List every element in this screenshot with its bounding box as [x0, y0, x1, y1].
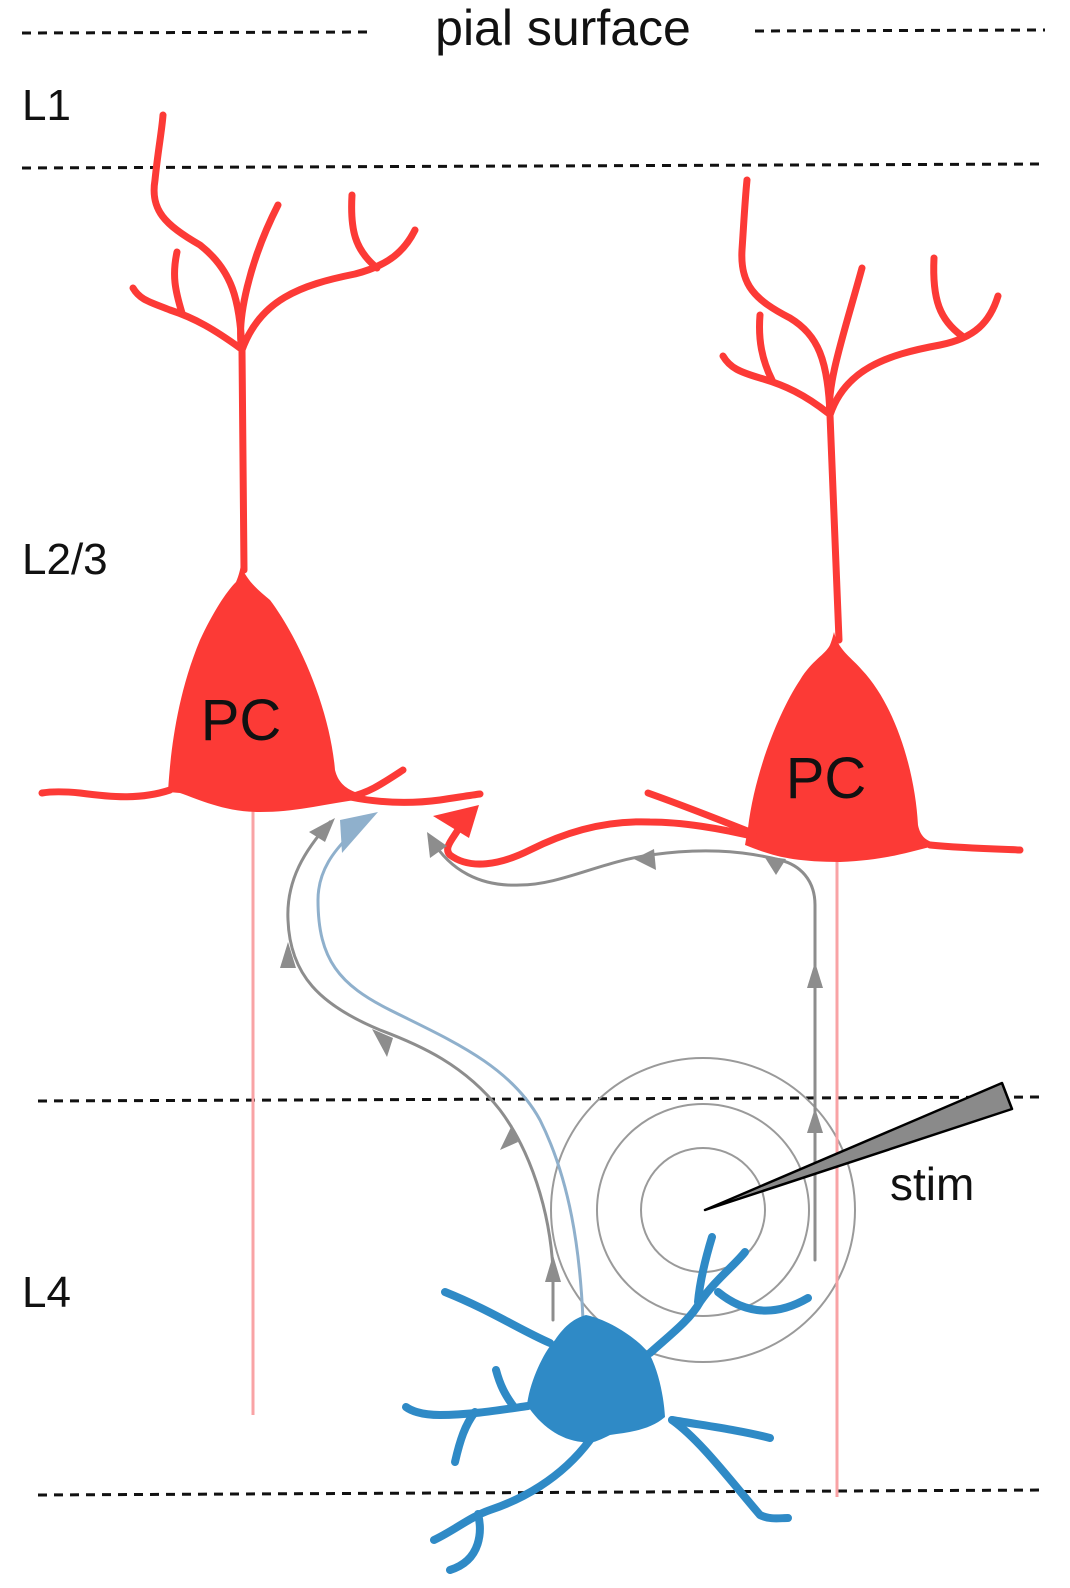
right-pc-soma: [745, 632, 932, 862]
right-pc-label: PC: [786, 746, 867, 811]
left-pc-soma: [168, 565, 355, 812]
right-pc-basal-dendrites: [444, 789, 1024, 868]
l4-cell-axon: [316, 833, 585, 1321]
l4-bottom-boundary: [37, 1488, 1046, 1497]
left-pc-apical-dendrite: [129, 111, 419, 574]
arrowhead-icon: [427, 832, 447, 858]
arrowhead-icon: [500, 1125, 518, 1150]
left-pc-label: PC: [201, 688, 282, 753]
layer-label-l4: L4: [22, 1268, 71, 1317]
pial-surface-label: pial surface: [435, 0, 691, 56]
arrowhead-icon: [372, 1029, 393, 1057]
arrowhead-icon: [807, 1108, 823, 1133]
arrowhead-icon: [545, 1255, 561, 1282]
stimulation-field: [550, 1057, 856, 1363]
l4-axon-terminal: [340, 812, 378, 853]
l4-stellate-cell: [402, 1233, 812, 1574]
l23-l4-boundary: [37, 1095, 1046, 1103]
arrowhead-icon: [634, 849, 656, 870]
arrowhead-icon: [807, 962, 823, 988]
layer-label-l1: L1: [22, 81, 71, 130]
signal-path-to-left-pc: [280, 818, 561, 1322]
right-pc-axon-terminal: [433, 805, 479, 838]
l1-l23-boundary: [21, 162, 1046, 170]
l4-cell-soma: [527, 1315, 665, 1443]
stim-ring-middle: [596, 1103, 810, 1317]
pial-surface-line-right: [754, 28, 1046, 33]
signal-path-l4-left: [286, 820, 555, 1322]
electrode-icon: [703, 1081, 1014, 1212]
signal-path-l4-right: [430, 838, 817, 1262]
stim-ring-outer: [550, 1057, 856, 1363]
pial-surface-line-left: [21, 30, 369, 35]
arrowhead-icon: [280, 942, 296, 968]
signal-path-to-right-pc: [427, 832, 823, 1262]
right-pyramidal-cell: PC: [433, 176, 1024, 868]
right-pc-apical-dendrite: [719, 176, 1002, 644]
left-pc-basal-dendrites: [38, 766, 484, 806]
left-pyramidal-cell: PC: [38, 111, 484, 812]
arrowhead-icon: [764, 856, 786, 875]
layer-boundaries: [21, 28, 1046, 1497]
l4-cell-dendrites: [402, 1233, 812, 1574]
stim-label: stim: [890, 1158, 974, 1210]
layer-label-l23: L2/3: [22, 535, 108, 584]
stimulating-electrode: stim: [703, 1081, 1014, 1212]
arrowhead-icon: [309, 818, 335, 842]
